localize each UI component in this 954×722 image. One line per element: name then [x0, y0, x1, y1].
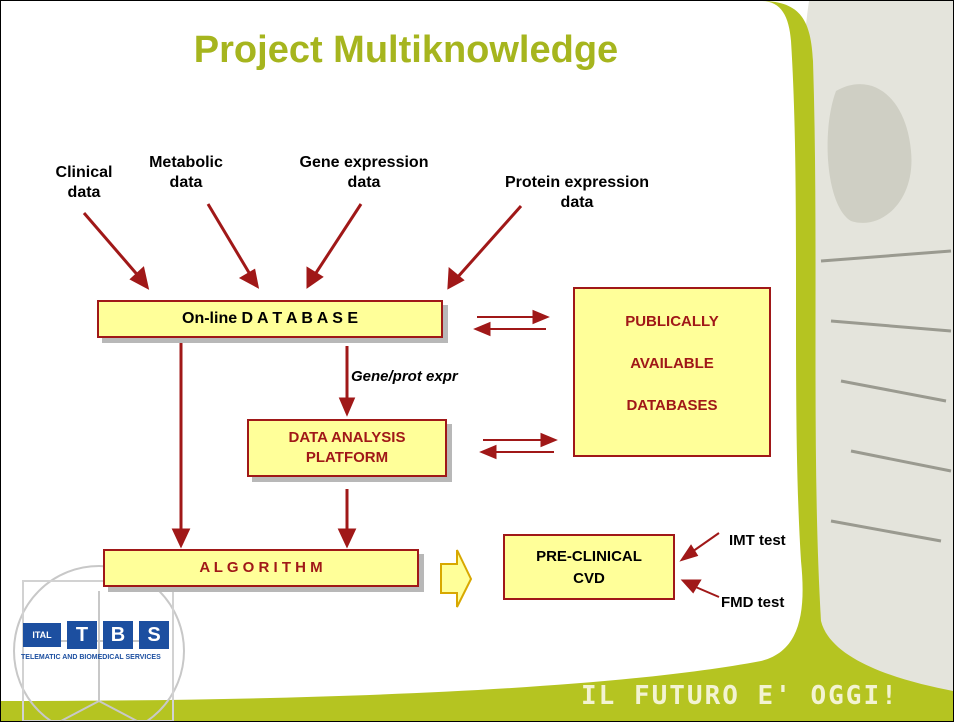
arrow-protein — [454, 205, 523, 280]
arrow-db-to-public-head — [532, 309, 550, 325]
algorithm-box: A L G O R I T H M — [103, 549, 419, 587]
logo-letter-t: T — [67, 621, 97, 649]
arrow-db-to-analysis-head — [338, 397, 356, 417]
footer-slogan: IL FUTURO E' OGGI! — [581, 681, 899, 711]
logo-prefix: ITAL — [23, 623, 61, 647]
source-metabolic: Metabolic data — [149, 154, 223, 191]
arrow-clinical-head — [129, 266, 150, 290]
arrow-fmd-head — [680, 579, 702, 594]
database-box: On-line D A T A B A S E — [97, 300, 443, 338]
analysis-platform-box: DATA ANALYSIS PLATFORM — [247, 419, 447, 477]
vitruvian-square — [22, 580, 174, 721]
arrow-public-to-db-head — [473, 321, 491, 337]
preclinical-line-1: PRE-CLINICAL — [536, 548, 642, 565]
public-line-1: PUBLICALLY — [625, 313, 719, 330]
diagram-arrows — [82, 203, 720, 598]
logo-letter-s: S — [139, 621, 169, 649]
analysis-line-2: PLATFORM — [305, 449, 389, 466]
sketch-lines — [820, 249, 952, 543]
preclinical-box: PRE-CLINICAL CVD — [503, 534, 675, 600]
source-gene-expression: Gene expression data — [299, 154, 429, 191]
vitruvian-limbs — [41, 591, 161, 721]
block-arrow — [440, 549, 473, 608]
arrow-analysis-to-public-head — [540, 432, 558, 448]
arrow-db-to-algorithm-head — [171, 528, 191, 549]
logo-letter-b: B — [103, 621, 133, 649]
slide-title: Project Multiknowledge — [193, 29, 619, 71]
public-databases-box: PUBLICALLY AVAILABLE DATABASES — [573, 287, 771, 457]
arrow-clinical — [82, 212, 143, 280]
gene-prot-label: Gene/prot expr — [351, 368, 458, 385]
analysis-line-1: DATA ANALYSIS — [288, 429, 406, 446]
arrow-public-to-analysis-head — [479, 444, 497, 460]
preclinical-line-2: CVD — [573, 570, 605, 587]
source-protein-expression: Protein expression data — [504, 174, 650, 211]
public-line-3: DATABASES — [626, 397, 718, 414]
imt-test-label: IMT test — [729, 532, 786, 549]
logo-subtitle: TELEMATIC AND BIOMEDICAL SERVICES — [21, 654, 161, 661]
arrow-gene — [312, 203, 363, 277]
arrow-metabolic — [206, 203, 253, 277]
vitruvian-circle — [13, 565, 185, 721]
source-clinical: Clinical data — [55, 164, 113, 201]
face-sketch — [827, 84, 912, 223]
arrow-analysis-to-algorithm-head — [337, 528, 357, 549]
public-line-2: AVAILABLE — [630, 355, 714, 372]
arrow-metabolic-head — [238, 268, 260, 289]
fmd-test-label: FMD test — [721, 594, 785, 611]
arrow-protein-head — [447, 266, 465, 290]
arrow-gene-head — [306, 266, 324, 289]
arrow-imt-head — [679, 544, 699, 562]
